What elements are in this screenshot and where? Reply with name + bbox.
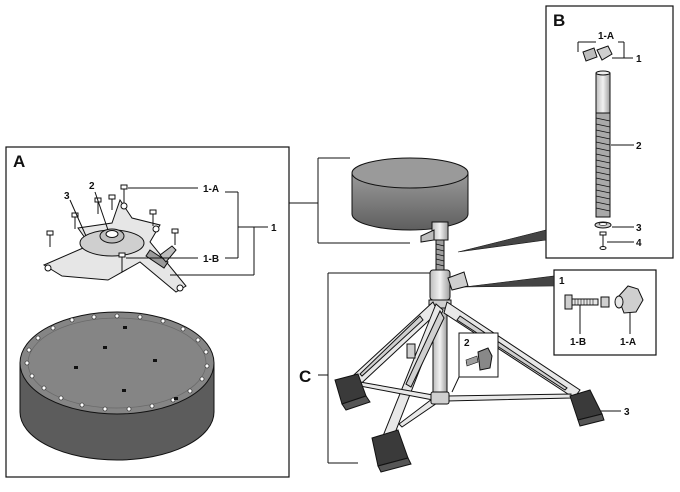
seat-cushion [351,157,469,231]
detail-box-1: 1 1-B 1-A [553,269,657,356]
seat-plate-socket [99,228,125,244]
hex-bolt [564,294,599,310]
callout-b-1: 1 [636,54,642,65]
seat-cushion-underside [19,311,215,461]
panel-a: A [5,146,290,478]
panel-b-letter: B [553,11,565,30]
wing-nut [600,285,644,314]
screw-icon [108,194,116,210]
callout-b-2: 2 [636,141,642,152]
panel-b: B 1-A 1 [545,5,674,259]
height-clamp [428,269,469,309]
callout-a-3: 3 [64,191,70,202]
screw-holes [24,313,210,412]
rubber-foot [334,373,371,411]
panel-b-frame [545,5,674,259]
callout-d-1a: 1-A [620,337,636,348]
callout-a-1a: 1-A [203,184,219,195]
panel-a-frame [5,146,290,478]
washer [594,221,612,229]
rubber-foot [371,429,412,473]
panel-a-letter: A [13,152,25,171]
leader-lines-a [69,187,268,276]
callout-c-2: 2 [464,338,470,349]
panel-a-bracket [289,157,410,244]
rubber-foot [569,389,605,427]
callout-a-1: 1 [271,223,277,234]
callout-b-4: 4 [636,238,642,249]
seat-post-spindle [595,70,611,218]
detail-box-frame [553,269,657,356]
callout-b-3: 3 [636,223,642,234]
base-hub [430,391,450,405]
callout-a-2: 2 [89,181,95,192]
detail-box-pointer [463,275,555,288]
panel-c-bracket [318,272,621,464]
callout-c-3: 3 [624,407,630,418]
leader-lines-b [577,41,634,243]
callout-a-1b: 1-B [203,254,219,265]
screw-icon [120,184,128,203]
leg-brace-bracket [406,343,416,359]
panel-c-letter: C [299,367,311,386]
screw-icon [171,228,179,245]
panel-b-pointer [457,229,547,253]
callout-d-1: 1 [559,276,565,287]
wing-bolt-inset [451,332,499,393]
callout-d-1b: 1-B [570,337,586,348]
seat-plate [42,198,187,293]
screw-icon [149,209,157,226]
clamp-bolt [582,45,613,62]
screw-icon [46,230,54,247]
screw-icon [71,212,79,229]
insert-nuts [74,326,178,400]
screw-icon [118,252,126,272]
bolt [599,231,607,250]
callout-b-1a: 1-A [598,31,614,42]
